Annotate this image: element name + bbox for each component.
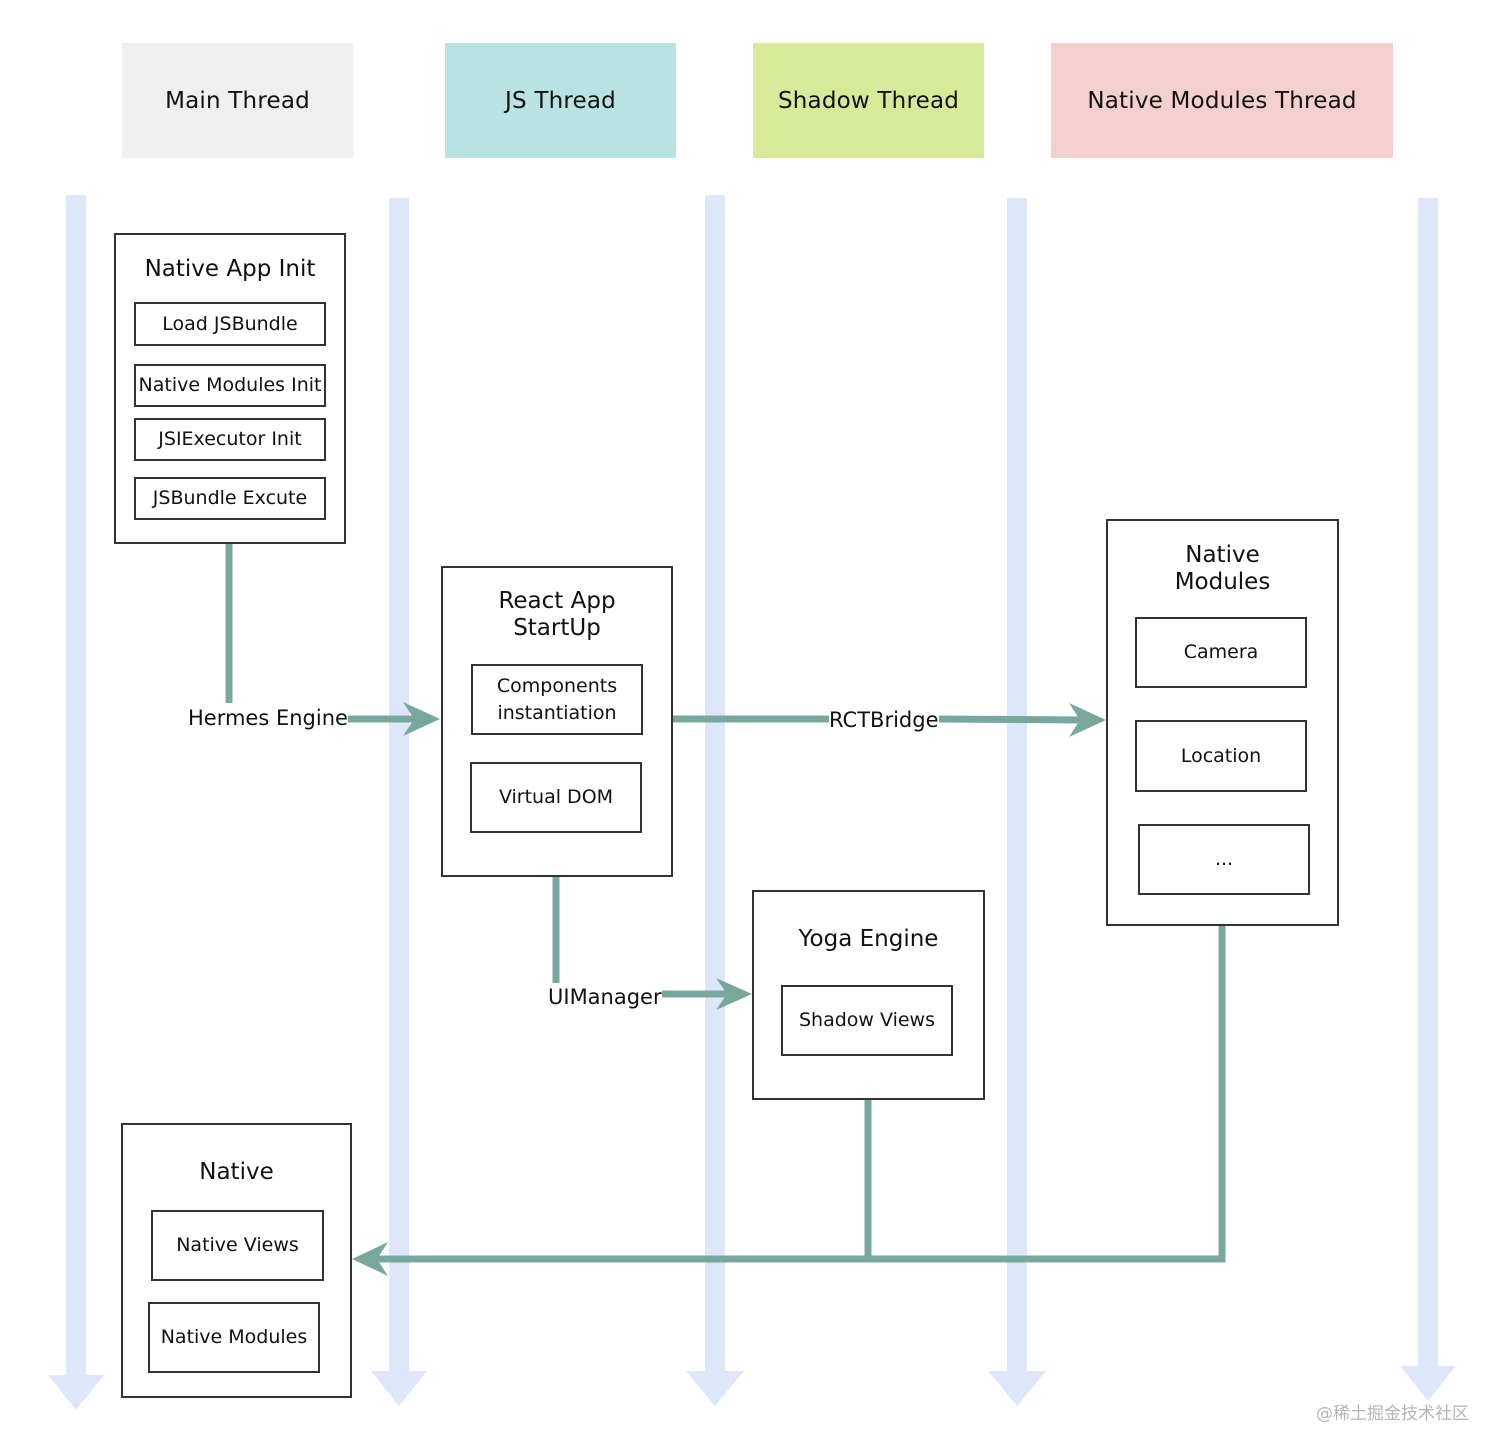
rctbridge-connector-right	[933, 715, 1086, 724]
native-modules-title: Native Modules	[1174, 542, 1271, 595]
rctbridge-arrowhead	[1069, 703, 1106, 737]
connectors	[225, 544, 1226, 1263]
lane-arrow-4	[988, 198, 1046, 1406]
swimlanes	[48, 195, 1456, 1410]
native-views-step: Native Views	[151, 1210, 324, 1281]
header-main-thread: Main Thread	[122, 43, 353, 158]
native-app-init-title: Native App Init	[144, 256, 316, 282]
rctbridge-label: RCTBridge	[829, 708, 939, 732]
virtual-dom-step: Virtual DOM	[470, 762, 642, 833]
watermark: @稀土掘金技术社区	[1316, 1404, 1469, 1424]
hermes-engine-label: Hermes Engine	[188, 706, 348, 730]
header-native-modules-thread-label: Native Modules Thread	[1087, 87, 1357, 114]
lane-arrow-5	[1400, 198, 1456, 1401]
native-modules-init-step: Native Modules Init	[134, 364, 326, 407]
modules-to-native-connector	[375, 925, 1226, 1263]
react-app-startup-title: React App StartUp	[498, 588, 616, 641]
more-modules: ...	[1138, 824, 1310, 895]
arrowheads	[352, 702, 1106, 1276]
jsbundle-excute-step: JSBundle Excute	[134, 477, 326, 520]
uimanager-arrowhead	[716, 978, 752, 1010]
hermes-arrowhead	[403, 702, 440, 736]
shadow-views-step: Shadow Views	[781, 985, 953, 1056]
header-js-thread: JS Thread	[445, 43, 676, 158]
header-shadow-thread: Shadow Thread	[753, 43, 984, 158]
uimanager-label: UIManager	[548, 985, 662, 1009]
lane-arrow-3	[686, 195, 744, 1406]
load-jsbundle-step: Load JSBundle	[134, 302, 326, 346]
native-title: Native	[199, 1159, 274, 1185]
header-shadow-thread-label: Shadow Thread	[777, 87, 960, 114]
camera-module: Camera	[1135, 617, 1307, 688]
yoga-engine-title: Yoga Engine	[798, 926, 939, 952]
components-instantiation-step: Components instantiation	[471, 664, 643, 735]
lane-arrow-1	[48, 195, 104, 1410]
header-js-thread-label: JS Thread	[505, 87, 616, 114]
jsiexecutor-init-step: JSIExecutor Init	[134, 418, 326, 461]
native-modules-step: Native Modules	[148, 1302, 320, 1373]
header-native-modules-thread: Native Modules Thread	[1051, 43, 1393, 158]
location-module: Location	[1135, 720, 1307, 792]
lane-arrow-2	[371, 198, 427, 1406]
header-main-thread-label: Main Thread	[165, 87, 310, 114]
native-arrowhead	[352, 1242, 388, 1276]
